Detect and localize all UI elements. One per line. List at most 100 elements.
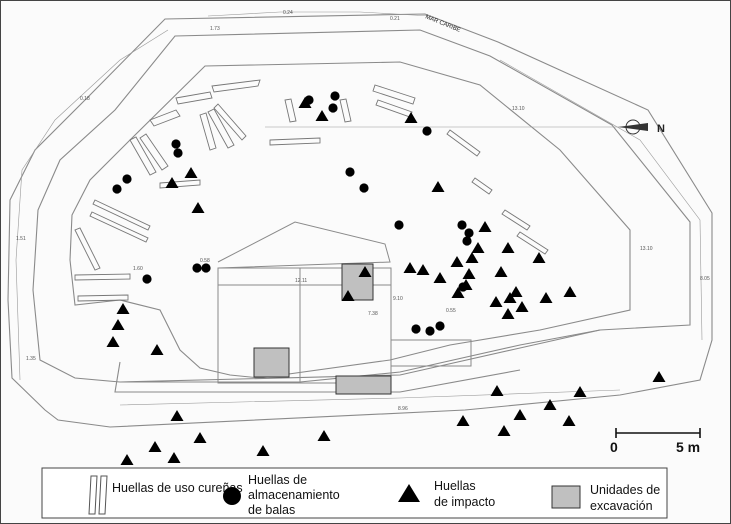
impact-mark [450,256,464,267]
impact-mark [471,242,485,253]
impact-mark [652,371,666,382]
carriage-trace [269,137,321,146]
carriage-trace [175,91,213,105]
dim-label: 0.55 [446,308,456,314]
carriage-trace [339,98,352,123]
carriage-traces [74,79,549,302]
dim-label: 0.21 [390,16,400,22]
impact-mark [573,386,587,397]
impact-mark [501,242,515,253]
dim-label: 13.10 [640,246,653,252]
carriage-trace [213,103,247,141]
carriage-trace [159,179,201,189]
legend-impact-line1: Huellas [434,479,476,493]
dim-line-left [15,29,169,381]
inner-wall [32,29,691,383]
ball-storage-mark [411,324,421,334]
impact-mark [358,266,372,277]
legend-excavation-icon [551,485,581,509]
building-roof [217,221,391,269]
dim-label: 0.24 [283,10,293,16]
north-label: N [657,123,665,135]
inner-parapet [69,61,631,379]
impact-mark [170,410,184,421]
sea-label: MAR CARIBE [424,14,461,34]
excavation-unit [335,375,392,395]
legend-units-line2: excavación [590,499,653,513]
impact-mark [456,415,470,426]
impact-mark [433,272,447,283]
outer-wall [7,13,713,428]
impact-mark [315,110,329,121]
carriage-trace [501,209,531,231]
excavation-unit [253,347,290,378]
ball-storage-mark [394,220,404,230]
impact-mark [403,262,417,273]
impact-mark [191,202,205,213]
dim-label: 1.73 [210,26,220,32]
carriage-trace [139,133,169,171]
impact-mark [539,292,553,303]
legend-balls-line1: Huellas de [248,473,307,487]
esplanade-line [119,329,601,383]
impact-mark [106,336,120,347]
dimension-labels: 0.24 0.21 1.73 13.10 13.10 0.18 12.11 9.… [16,10,710,412]
carriage-trace [74,273,131,281]
impact-mark [116,303,130,314]
impact-mark [148,441,162,452]
ball-storage-mark [328,103,338,113]
legend-ball-icon [223,487,241,505]
impact-mark [459,279,473,290]
scale-five: 5 m [676,439,700,455]
impact-mark [543,399,557,410]
ball-storage-mark [345,167,355,177]
carriage-trace [129,136,157,176]
legend-carriage-icon [88,475,108,515]
building-body [217,267,392,384]
impact-mark [503,292,517,303]
impact-mark [509,286,523,297]
impact-marks [106,97,666,465]
legend-units-line1: Unidades de [590,483,660,497]
dim-label: 1.35 [26,356,36,362]
impact-mark [341,290,355,301]
carriage-trace [211,79,261,93]
impact-mark [478,221,492,232]
impact-mark [150,344,164,355]
central-building [217,221,472,384]
ball-storage-mark [457,220,467,230]
scale-zero: 0 [610,439,618,455]
dim-line-bottom [119,389,621,406]
north-arrow-icon [618,123,648,131]
carriage-trace [516,231,549,255]
dim-label: 7.38 [368,311,378,317]
impact-mark [494,266,508,277]
impact-mark [404,112,418,123]
impact-mark [111,319,125,330]
dim-label: 0.58 [200,258,210,264]
carriage-trace [284,98,297,123]
carriage-trace [471,177,493,195]
dimension-lines [15,11,703,406]
impact-mark [532,252,546,263]
impact-mark [462,268,476,279]
impact-mark [184,167,198,178]
carriage-trace [89,211,149,243]
dim-label: 13.10 [512,106,525,112]
ball-storage-mark [359,183,369,193]
scale-bar [615,428,701,438]
carriage-trace [375,99,413,118]
impact-mark [489,296,503,307]
dim-label: 1.51 [16,236,26,242]
impact-mark [167,452,181,463]
ball-storage-mark [122,174,132,184]
ball-storage-mark [201,263,211,273]
north-arrow: N [618,119,665,135]
carriage-trace [74,227,101,271]
impact-mark [256,445,270,456]
carriage-trace [199,112,217,151]
dim-line-right [499,59,703,341]
impact-mark [165,177,179,188]
